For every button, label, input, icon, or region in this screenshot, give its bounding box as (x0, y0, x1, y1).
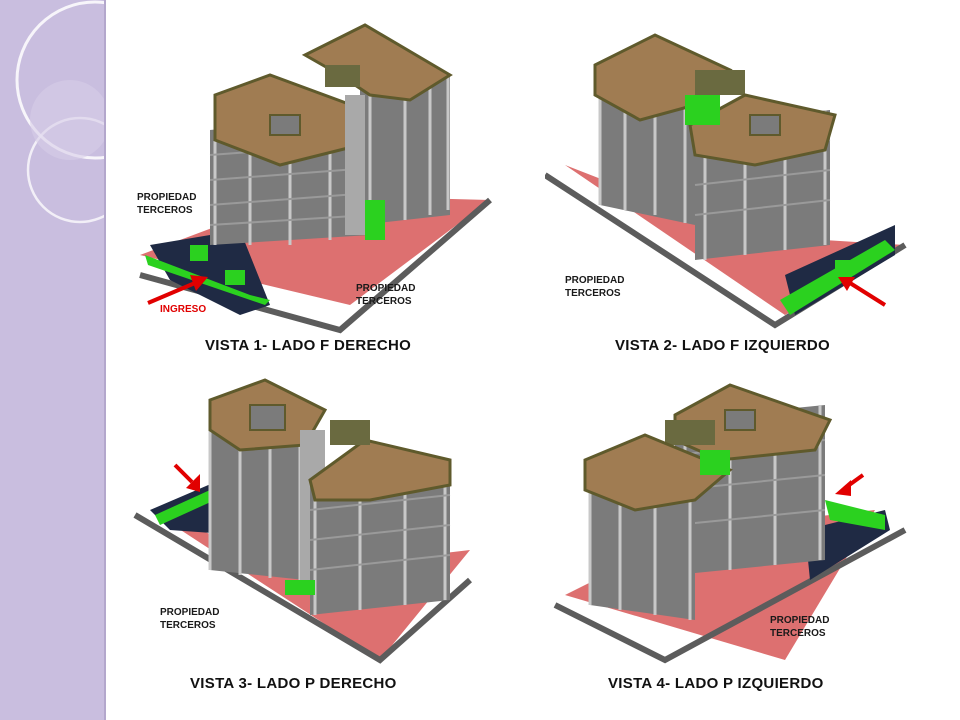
view-4-caption: VISTA 4- LADO P IZQUIERDO (608, 675, 824, 692)
arrow-icon (190, 275, 208, 291)
view-4-illustration (545, 370, 915, 670)
arrow-icon (186, 474, 200, 492)
arrow-icon (838, 277, 855, 291)
view-1-caption: VISTA 1- LADO F DERECHO (205, 337, 412, 354)
view-1-label-right: PROPIEDAD TERCEROS (356, 283, 416, 307)
view-2-caption: VISTA 2- LADO F IZQUIERDO (615, 337, 831, 354)
band-divider (104, 0, 106, 720)
view-1-entry-label: INGRESO (160, 304, 207, 315)
view-1-label-left: PROPIEDAD TERCEROS (137, 192, 197, 216)
view-1-illustration (130, 15, 500, 335)
view-3-illustration (130, 370, 500, 670)
view-4-label: PROPIEDAD TERCEROS (770, 615, 830, 639)
view-2-illustration (545, 15, 915, 335)
view-2-label: PROPIEDAD TERCEROS (565, 275, 625, 299)
arrow-icon (835, 480, 851, 496)
decorative-circles (15, 0, 106, 224)
decorative-side-band (0, 0, 106, 720)
view-3-caption: VISTA 3- LADO P DERECHO (190, 675, 397, 692)
view-3-label: PROPIEDAD TERCEROS (160, 607, 220, 631)
